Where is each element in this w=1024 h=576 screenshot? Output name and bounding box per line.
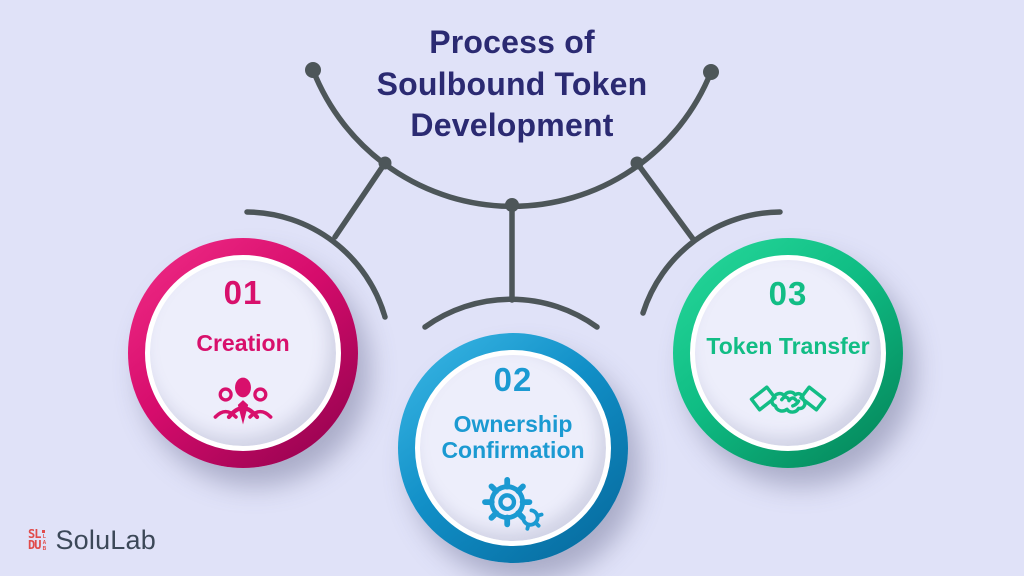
arc-node-dot-center <box>505 198 519 212</box>
arc-node-dot-right <box>630 156 644 170</box>
step-circle-ownership-confirmation: 02 Ownership Confirmation <box>398 333 628 563</box>
page-title: Process of Soulbound Token Development <box>0 22 1024 147</box>
branch-line-right <box>634 160 696 242</box>
decorative-arc-blue <box>422 296 600 330</box>
logo-mark-dot <box>42 530 46 533</box>
title-line-1: Process of <box>429 24 595 60</box>
step-circle-creation-inner: 01 Creation <box>145 255 341 451</box>
logo-mark-letters: SL DU <box>28 527 41 553</box>
handshake-icon <box>749 379 827 429</box>
team-icon <box>213 374 273 430</box>
decorative-arc-pink <box>244 209 388 320</box>
title-line-3: Development <box>410 107 614 144</box>
arc-node-dot-left <box>378 156 392 170</box>
step-circle-creation: 01 Creation <box>128 238 358 468</box>
step-label: Creation <box>196 329 290 356</box>
step-number: 02 <box>493 360 533 398</box>
solulab-logo-icon: SL DU LAB <box>28 527 47 553</box>
arc-end-dot-left <box>305 62 321 78</box>
brand-name: SoluLab <box>55 525 156 555</box>
footer-brand: SL DU LAB SoluLab <box>28 525 156 556</box>
step-circle-token-transfer: 03 Token Transfer <box>673 238 903 468</box>
branch-line-left <box>332 160 388 240</box>
arc-end-dot-right <box>703 64 719 80</box>
decorative-arc-green <box>640 209 783 316</box>
title-line-2: Soulbound Token <box>376 65 648 102</box>
step-number: 03 <box>768 274 808 312</box>
step-label: Ownership Confirmation <box>441 410 585 463</box>
step-circle-token-transfer-inner: 03 Token Transfer <box>690 255 886 451</box>
step-label: Token Transfer <box>706 332 870 359</box>
logo-mark-side: LAB <box>41 529 47 552</box>
step-number: 01 <box>223 273 263 311</box>
step-circle-ownership-inner: 02 Ownership Confirmation <box>415 350 611 546</box>
gears-icon <box>480 477 546 533</box>
